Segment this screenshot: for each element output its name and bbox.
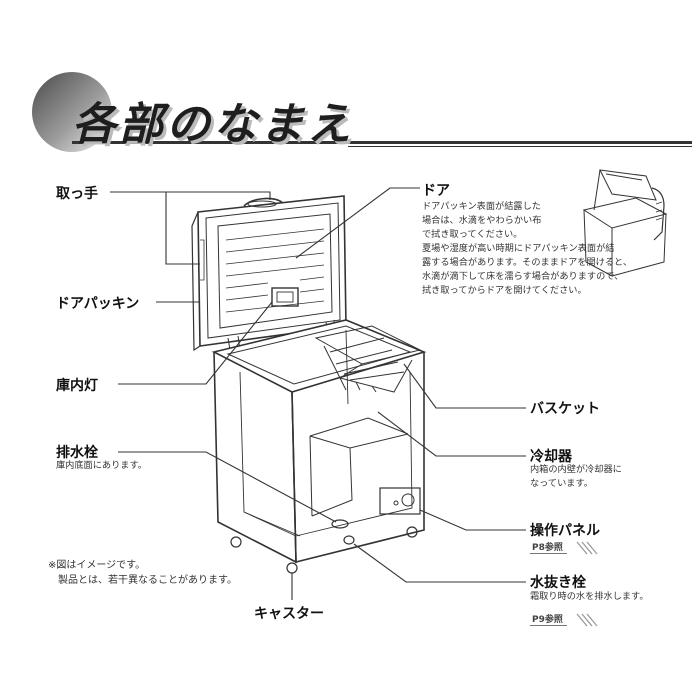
interior-light-fixture bbox=[271, 287, 299, 307]
drain-plug-shape bbox=[331, 519, 349, 529]
door-desc-line: 水滴が滴下して床を濡らす場合がありますので、 bbox=[422, 271, 624, 282]
basket-shape bbox=[314, 325, 422, 393]
label-drain-plug: 排水栓 bbox=[56, 445, 98, 461]
label-basket: バスケット bbox=[530, 401, 600, 417]
cooler-desc-line-1: 内箱の内壁が冷却器に bbox=[530, 464, 622, 475]
drain-outlet-shape bbox=[343, 535, 355, 545]
label-caster: キャスター bbox=[254, 606, 324, 622]
drain-plug-desc: 庫内底面にあります。 bbox=[56, 460, 147, 471]
door-desc-line: 拭き取ってからドアを開けてください。 bbox=[422, 285, 587, 296]
label-door-gasket: ドアパッキン bbox=[56, 296, 140, 312]
page-title: 各部のなまえ bbox=[72, 99, 354, 150]
title-circle bbox=[32, 72, 112, 152]
label-interior-light: 庫内灯 bbox=[56, 378, 98, 394]
title-underline bbox=[72, 141, 692, 144]
door-desc: ドアパッキン表面が結露した 場合は、水滴をやわらかい布 で拭き取ってください。 … bbox=[422, 200, 632, 298]
label-control-panel: 操作パネル bbox=[530, 523, 600, 539]
door-desc-line: ドアパッキン表面が結露した bbox=[422, 201, 541, 212]
control-panel-ref: P8参照 bbox=[530, 540, 567, 554]
cabinet-body bbox=[211, 319, 427, 574]
door-desc-line: 場合は、水滴をやわらかい布 bbox=[422, 215, 542, 226]
leader-lines bbox=[110, 187, 526, 600]
door-panel bbox=[191, 195, 347, 352]
casters bbox=[230, 526, 418, 574]
ref-slashes bbox=[576, 541, 598, 627]
label-handle: 取っ手 bbox=[56, 186, 98, 202]
door-desc-line: 夏場や湿度が高い時期にドアパッキン表面が結 bbox=[422, 243, 615, 254]
label-drain-outlet: 水抜き栓 bbox=[530, 575, 586, 591]
note-line-1: ※図はイメージです。 bbox=[48, 560, 146, 571]
door-desc-line: で拭き取ってください。 bbox=[422, 229, 523, 240]
label-door: ドア bbox=[422, 183, 450, 199]
mini-illustration bbox=[582, 169, 668, 277]
door-desc-line: 露する場合があります。そのままドアを開けると、 bbox=[422, 257, 633, 268]
label-cooler: 冷却器 bbox=[530, 449, 572, 465]
control-panel-shape bbox=[379, 487, 421, 515]
drain-outlet-desc: 霜取り時の水を排水します。 bbox=[530, 591, 649, 602]
note-line-2: 製品とは、若干異なることがあります。 bbox=[58, 575, 237, 586]
cooler-desc-line-2: なっています。 bbox=[530, 478, 593, 489]
drain-outlet-ref: P9参照 bbox=[530, 612, 567, 626]
